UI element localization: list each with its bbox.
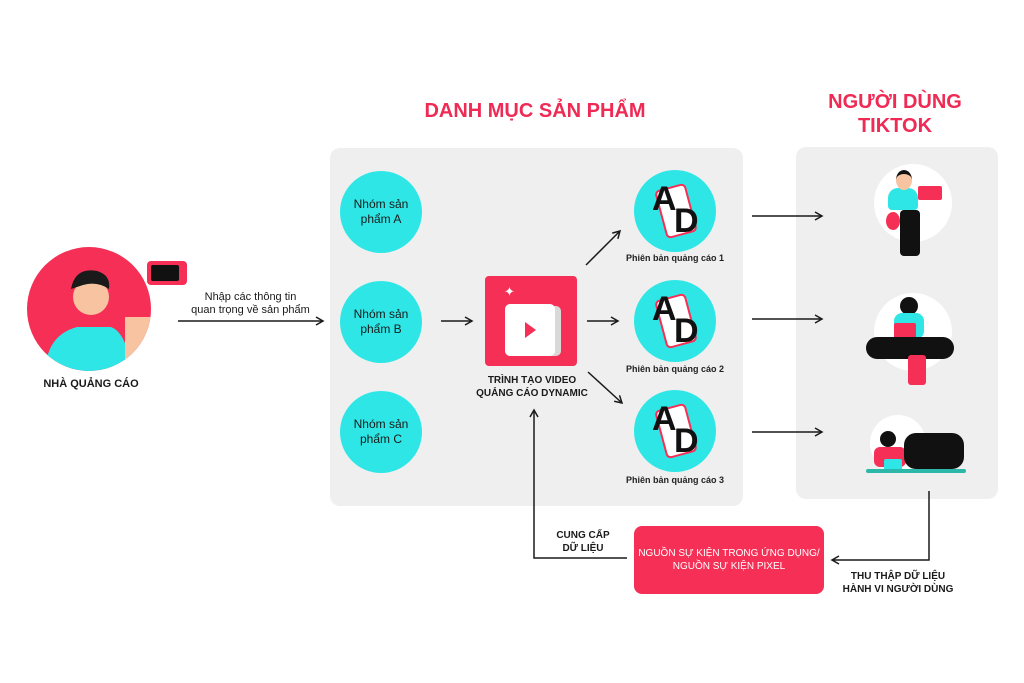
arrow-users-to-event-source [830, 491, 930, 565]
provide-data-line1: CUNG CẤP [556, 530, 610, 541]
user-3-illustration [866, 413, 966, 483]
generator-line1: TRÌNH TẠO VIDEO [487, 375, 577, 386]
group-c-line1: Nhóm sản [353, 417, 409, 431]
advertiser-arrow-label: Nhập các thông tin quan trọng về sản phẩ… [178, 291, 323, 317]
advertiser-illustration [45, 270, 151, 371]
group-c-line2: phẩm C [359, 432, 402, 446]
arrow-event-source-to-generator [529, 408, 627, 559]
group-b-line2: phẩm B [360, 322, 402, 336]
catalog-title: DANH MỤC SẢN PHẨM [424, 100, 646, 122]
event-source-line2: NGUỒN SỰ KIỆN PIXEL [672, 561, 786, 572]
collect-data-line2: HÀNH VI NGƯỜI DÙNG [842, 584, 954, 595]
collect-data-label: THU THẬP DỮ LIỆU HÀNH VI NGƯỜI DÙNG [838, 570, 958, 596]
group-a-line1: Nhóm sản [353, 197, 409, 211]
generator-label: TRÌNH TẠO VIDEO QUẢNG CÁO DYNAMIC [460, 374, 604, 400]
users-title-line1: NGƯỜI DÙNG [828, 91, 962, 113]
ad-version-3-icon: A D [634, 390, 716, 472]
users-title-line2: TIKTOK [857, 115, 933, 137]
event-source-box: NGUỒN SỰ KIỆN TRONG ỨNG DỤNG/ NGUỒN SỰ K… [634, 526, 824, 594]
play-icon [525, 322, 536, 338]
event-source-line1: NGUỒN SỰ KIỆN TRONG ỨNG DỤNG/ [638, 548, 820, 559]
arrow-label-line1: Nhập các thông tin [204, 291, 297, 303]
users-title: NGƯỜI DÙNG TIKTOK [800, 90, 990, 138]
group-b-line1: Nhóm sản [353, 307, 409, 321]
phone-icon [147, 261, 187, 285]
ad-version-3-label: Phiên bản quảng cáo 3 [625, 475, 724, 485]
provide-data-line2: DỮ LIỆU [562, 543, 604, 554]
generator-line2: QUẢNG CÁO DYNAMIC [476, 388, 588, 399]
advertiser-label: NHÀ QUẢNG CÁO [43, 378, 139, 390]
arrow-label-line2: quan trọng về sản phẩm [191, 304, 310, 316]
provide-data-label: CUNG CẤP DỮ LIỆU [548, 529, 618, 555]
ad-version-1-label: Phiên bản quảng cáo 1 [625, 253, 724, 263]
advertiser-avatar [27, 247, 151, 371]
ad-version-1-icon: A D [634, 170, 716, 252]
user-1-illustration [874, 164, 952, 256]
sparkle-icon: ✦ [504, 284, 515, 299]
ad-version-2-label: Phiên bản quảng cáo 2 [625, 364, 724, 374]
video-generator-icon: ✦ [485, 276, 577, 366]
arrow-generator-to-ad3 [587, 371, 624, 405]
user-2-illustration [866, 293, 954, 385]
collect-data-line1: THU THẬP DỮ LIỆU [850, 571, 946, 582]
ad-version-2-icon: A D [634, 280, 716, 362]
group-a-line2: phẩm A [360, 212, 402, 226]
arrow-generator-to-ad1 [585, 229, 622, 266]
